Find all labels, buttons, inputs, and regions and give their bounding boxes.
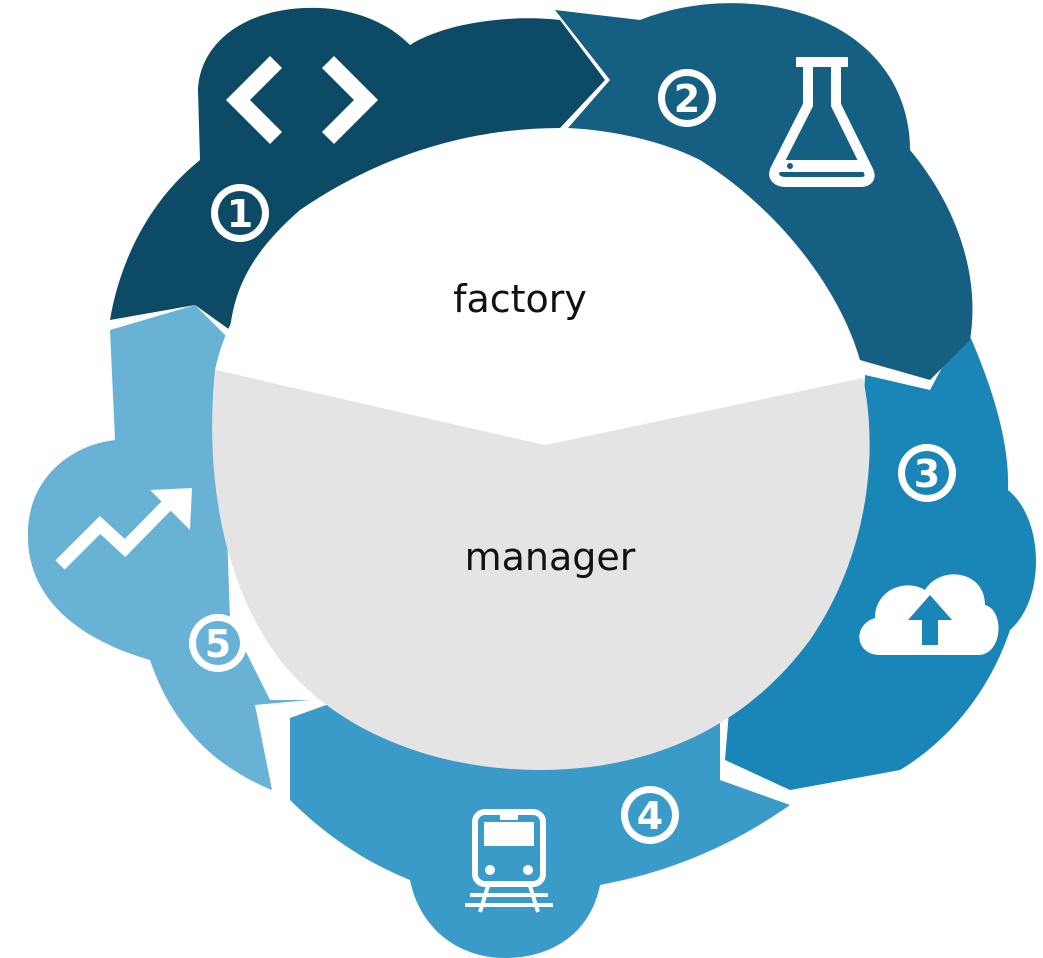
svg-text:2: 2 (674, 77, 700, 121)
stage-1-segment (110, 7, 605, 331)
svg-text:4: 4 (637, 794, 663, 838)
stage-5-badge: 5 (189, 614, 247, 672)
stage-1-badge: 1 (211, 184, 269, 242)
svg-text:3: 3 (914, 452, 940, 496)
center-top-label: factory (453, 277, 587, 321)
stage-2-badge: 2 (658, 69, 716, 127)
stage-3-badge: 3 (898, 444, 956, 502)
train-icon (465, 809, 553, 913)
cloud-upload-icon (859, 574, 999, 655)
svg-text:5: 5 (205, 622, 231, 666)
flask-icon (769, 57, 875, 187)
center-bottom-label: manager (465, 535, 636, 579)
svg-text:1: 1 (227, 192, 253, 236)
stage-4-badge: 4 (621, 786, 679, 844)
code-brackets-icon (225, 55, 379, 145)
stage-3-segment (725, 325, 1037, 790)
trend-arrow-icon (55, 488, 192, 570)
center-disc (212, 148, 870, 770)
